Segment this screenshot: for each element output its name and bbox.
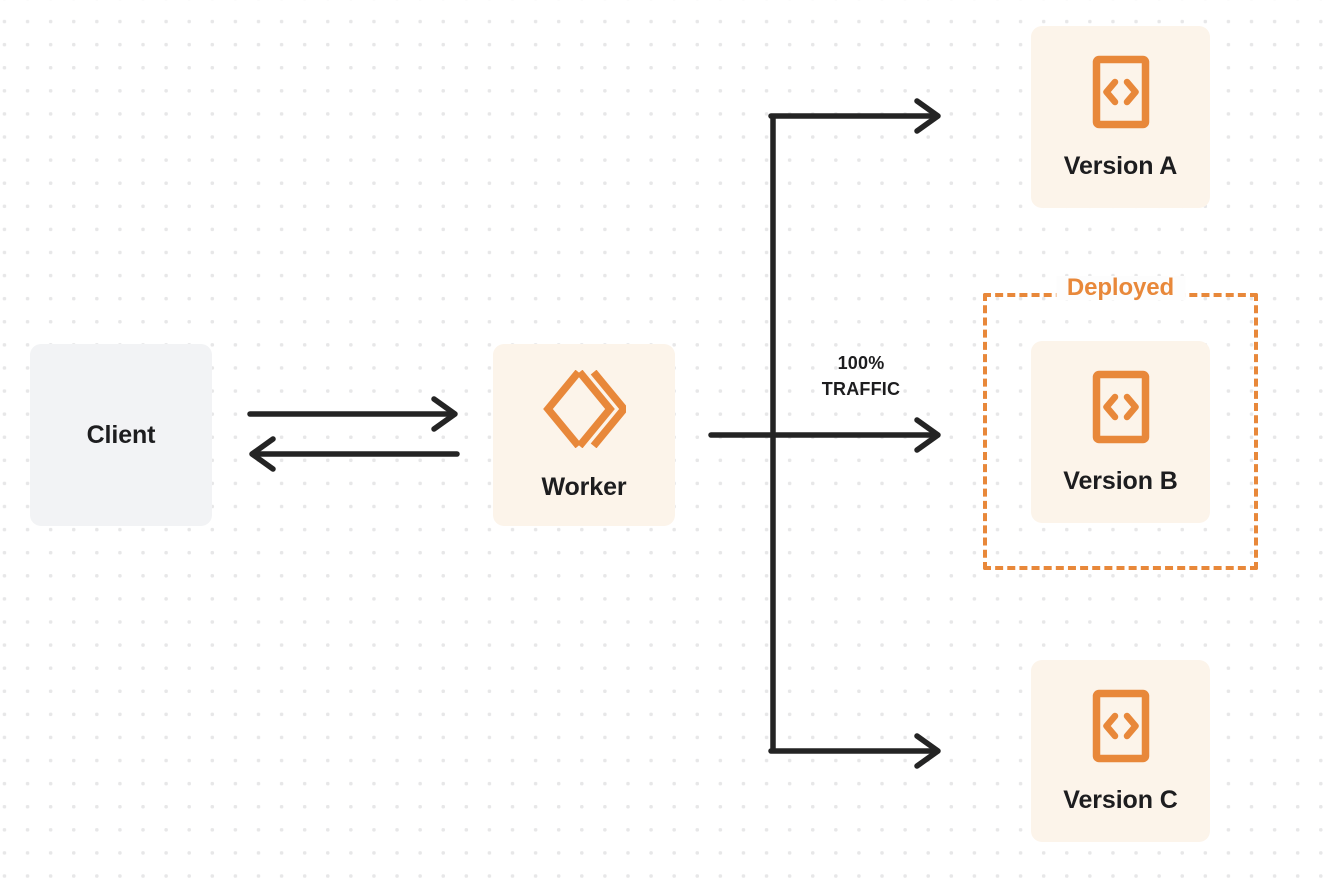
node-version-a-label: Version A [1063, 152, 1178, 180]
cloudflare-workers-logo-icon [542, 369, 629, 453]
node-version-c-label: Version C [1063, 786, 1178, 814]
node-version-b-label: Version B [1063, 467, 1178, 495]
arrowhead-version-c [914, 733, 941, 769]
arrowhead-version-b [914, 417, 941, 453]
node-version-c[interactable]: Version C [1031, 660, 1210, 842]
group-deployed: Deployed Version B [983, 276, 1258, 570]
node-worker-label: Worker [541, 473, 627, 501]
node-version-a[interactable]: Version A [1031, 26, 1210, 208]
traffic-word: TRAFFIC [821, 378, 901, 399]
node-client-label: Client [86, 420, 156, 449]
node-client[interactable]: Client [30, 344, 212, 526]
code-file-icon [1092, 689, 1150, 768]
code-file-icon [1092, 55, 1150, 134]
traffic-label: 100% TRAFFIC [806, 351, 916, 402]
node-version-b[interactable]: Version B [1031, 341, 1210, 523]
edge-worker-to-versions [708, 113, 935, 754]
group-deployed-label: Deployed [1055, 276, 1186, 300]
code-file-icon [1092, 370, 1150, 449]
edge-arrowheads [914, 98, 941, 769]
node-worker[interactable]: Worker [493, 344, 675, 526]
arrowhead-version-a [914, 98, 941, 134]
edge-worker-to-client [249, 436, 460, 472]
traffic-percent: 100% [837, 353, 885, 373]
edge-client-to-worker [247, 396, 458, 432]
